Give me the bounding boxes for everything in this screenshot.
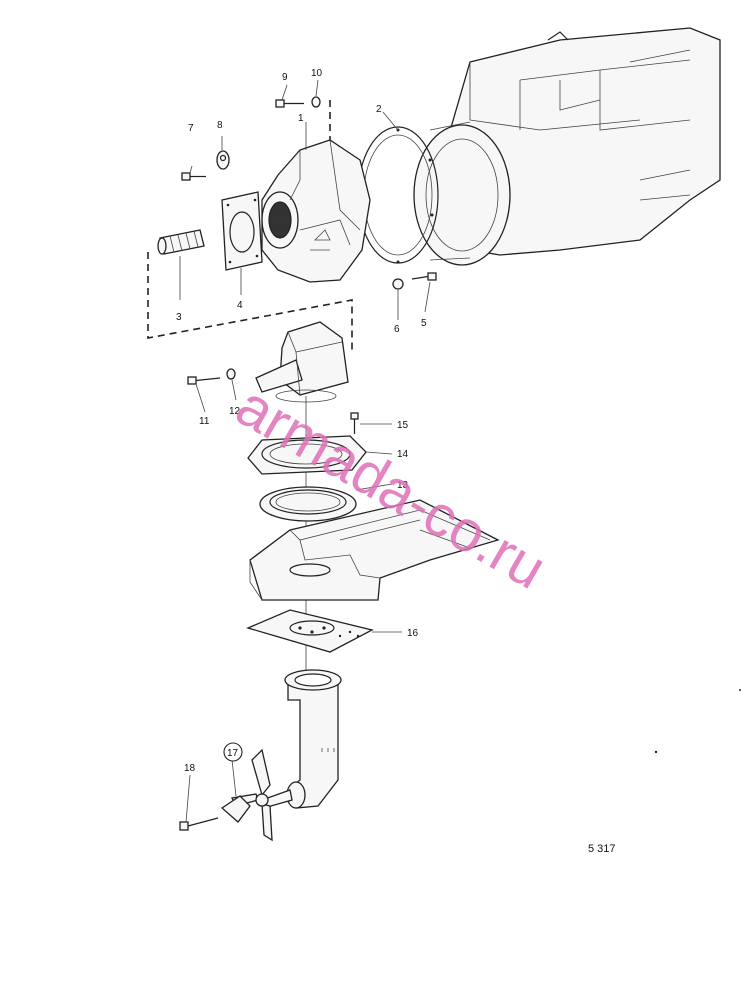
alignment-dashed-line xyxy=(147,252,353,352)
elbow-tube xyxy=(284,669,342,809)
engine-block xyxy=(413,27,721,266)
figure-number: 5 317 xyxy=(588,843,616,855)
label-part-15: 15 xyxy=(397,420,409,431)
label-part-8: 8 xyxy=(217,120,223,131)
screw-15 xyxy=(350,412,359,434)
label-part-4: 4 xyxy=(237,300,243,311)
shaft-3 xyxy=(157,229,205,255)
label-part-7: 7 xyxy=(188,123,194,134)
label-part-12: 12 xyxy=(229,406,241,417)
label-part-18: 18 xyxy=(184,763,196,774)
bolt-11 xyxy=(187,376,221,385)
speck xyxy=(654,750,658,754)
label-part-16: 16 xyxy=(407,628,419,639)
label-part-6: 6 xyxy=(394,324,400,335)
label-part-17-circled: 17 xyxy=(223,742,243,762)
label-part-17: 17 xyxy=(227,748,239,759)
bolt-18 xyxy=(179,817,219,831)
label-part-1: 1 xyxy=(298,113,304,124)
bed-frame xyxy=(249,499,500,601)
bolt-5 xyxy=(411,272,437,281)
part-labels: 1 2 3 4 5 6 7 8 9 10 11 12 13 14 15 16 1… xyxy=(176,68,427,774)
washer-6 xyxy=(392,278,404,290)
gasket-16 xyxy=(246,609,374,653)
label-part-13: 13 xyxy=(397,480,409,491)
label-part-14: 14 xyxy=(397,449,409,460)
gear-bracket xyxy=(255,321,349,403)
label-part-11: 11 xyxy=(199,416,210,427)
washer-10 xyxy=(311,96,321,108)
lifting-eye-8 xyxy=(216,150,230,170)
washer-12 xyxy=(226,368,236,380)
label-part-2: 2 xyxy=(376,104,382,115)
flywheel-housing-1 xyxy=(261,139,371,283)
leader-lines xyxy=(179,79,431,823)
label-part-5: 5 xyxy=(421,318,427,329)
bolt-7 xyxy=(181,172,206,181)
bolt-9 xyxy=(275,99,304,108)
label-part-10: 10 xyxy=(311,68,323,79)
adapter-plate-4 xyxy=(221,191,263,271)
seal-ring-13 xyxy=(259,486,357,522)
speck xyxy=(739,689,741,691)
fan-17 xyxy=(220,748,293,842)
label-part-3: 3 xyxy=(176,312,182,323)
label-part-9: 9 xyxy=(282,72,288,83)
